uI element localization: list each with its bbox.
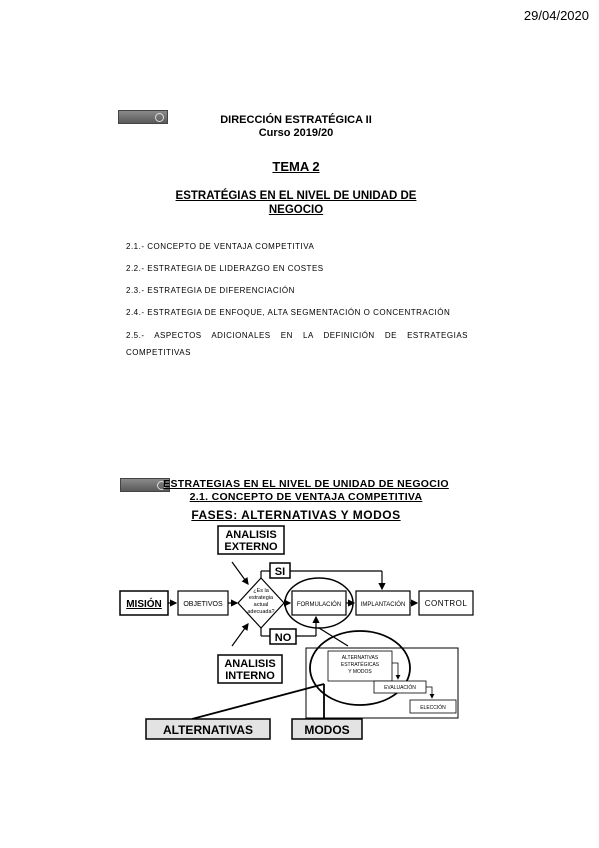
objetivos-box bbox=[177, 590, 229, 616]
tema-subtitle-line1: ESTRATÉGIAS EN EL NIVEL DE UNIDAD DE bbox=[175, 190, 417, 202]
university-logo bbox=[120, 478, 170, 492]
analisis-externo-box bbox=[217, 525, 285, 555]
alternativas-estrategicas-label: Y MODOS bbox=[348, 669, 372, 675]
formulacion-box bbox=[291, 590, 347, 616]
modos-box bbox=[291, 718, 363, 740]
alternativas-box bbox=[145, 718, 271, 740]
implantacion-box bbox=[355, 590, 411, 616]
evaluacion-label: EVALUACIÓN bbox=[384, 684, 416, 691]
fases-heading: FASES: ALTERNATIVAS Y MODOS bbox=[191, 508, 401, 522]
mision-label: MISIÓN bbox=[126, 597, 162, 610]
decision-question: estrategia bbox=[249, 595, 274, 601]
list-item: 2.2.- ESTRATEGIA DE LIDERAZGO EN COSTES bbox=[126, 264, 324, 273]
list-item: 2.4.- ESTRATEGIA DE ENFOQUE, ALTA SEGMEN… bbox=[126, 308, 451, 317]
list-item: 2.3.- ESTRATEGIA DE DIFERENCIACIÓN bbox=[126, 286, 295, 295]
slide-subheading: 2.1. CONCEPTO DE VENTAJA COMPETITIVA bbox=[189, 491, 423, 503]
formulacion-label: FORMULACIÓN bbox=[297, 601, 341, 608]
university-logo bbox=[118, 110, 168, 124]
list-item: 2.5.- ASPECTOS ADICIONALES EN LA DEFINIC… bbox=[126, 331, 468, 357]
si-label: SI bbox=[275, 566, 285, 578]
decision-question: ¿Es la bbox=[253, 588, 270, 594]
control-label: CONTROL bbox=[425, 599, 468, 608]
arrow-evaluacion-eleccion bbox=[426, 686, 435, 699]
analisis-externo-label: EXTERNO bbox=[224, 541, 278, 553]
course-title: DIRECCIÓN ESTRATÉGICA II Curso 2019/20 bbox=[116, 114, 476, 140]
slide-fases: ESTRATEGIAS EN EL NIVEL DE UNIDAD DE NEG… bbox=[116, 476, 476, 746]
modos-label: MODOS bbox=[304, 723, 349, 737]
eleccion-box bbox=[409, 699, 457, 714]
list-item: 2.1.- CONCEPTO DE VENTAJA COMPETITIVA bbox=[126, 242, 315, 251]
objetivos-label: OBJETIVOS bbox=[183, 601, 223, 608]
analisis-interno-label: INTERNO bbox=[225, 670, 275, 682]
strategy-process-diagram: ANALISIS EXTERNO MISIÓN OBJETIVOS ¿Es la… bbox=[119, 525, 474, 740]
alternativas-label: ALTERNATIVAS bbox=[163, 723, 253, 737]
alternativas-estrategicas-box bbox=[327, 650, 393, 682]
arrow-alternativas-evaluacion bbox=[392, 662, 401, 680]
control-box bbox=[418, 590, 474, 616]
topic-list: 2.1.- CONCEPTO DE VENTAJA COMPETITIVA 2.… bbox=[126, 242, 468, 374]
course-title-line1: DIRECCIÓN ESTRATÉGICA II bbox=[220, 114, 372, 126]
alternativas-estrategicas-label: ESTRATÉGICAS bbox=[341, 661, 380, 668]
alternativas-highlight bbox=[309, 630, 411, 706]
tema-title: TEMA 2 bbox=[272, 159, 320, 174]
no-label: NO bbox=[275, 632, 292, 644]
tema-subtitle-line2: NEGOCIO bbox=[268, 204, 324, 216]
analisis-interno-box bbox=[217, 654, 283, 684]
tema-subtitle: ESTRATÉGIAS EN EL NIVEL DE UNIDAD DE NEG… bbox=[116, 189, 476, 217]
arrow-interno bbox=[231, 623, 249, 647]
decision-question: actual bbox=[254, 602, 269, 608]
page-date: 29/04/2020 bbox=[523, 8, 589, 23]
eleccion-label: ELECCIÓN bbox=[420, 704, 446, 711]
slide-tema-2: DIRECCIÓN ESTRATÉGICA II Curso 2019/20 T… bbox=[116, 108, 476, 358]
arrow-externo bbox=[231, 561, 249, 585]
alternativas-estrategicas-label: ALTERNATIVAS bbox=[342, 655, 379, 661]
slide-heading: ESTRATEGIAS EN EL NIVEL DE UNIDAD DE NEG… bbox=[163, 478, 449, 490]
analisis-externo-label: ANALISIS bbox=[225, 529, 276, 541]
implantacion-label: IMPLANTACIÓN bbox=[361, 601, 406, 608]
decision-question: adecuada? bbox=[247, 609, 274, 615]
pointer-alternativas bbox=[191, 683, 325, 720]
analisis-interno-label: ANALISIS bbox=[224, 658, 275, 670]
course-year: Curso 2019/20 bbox=[258, 127, 334, 139]
